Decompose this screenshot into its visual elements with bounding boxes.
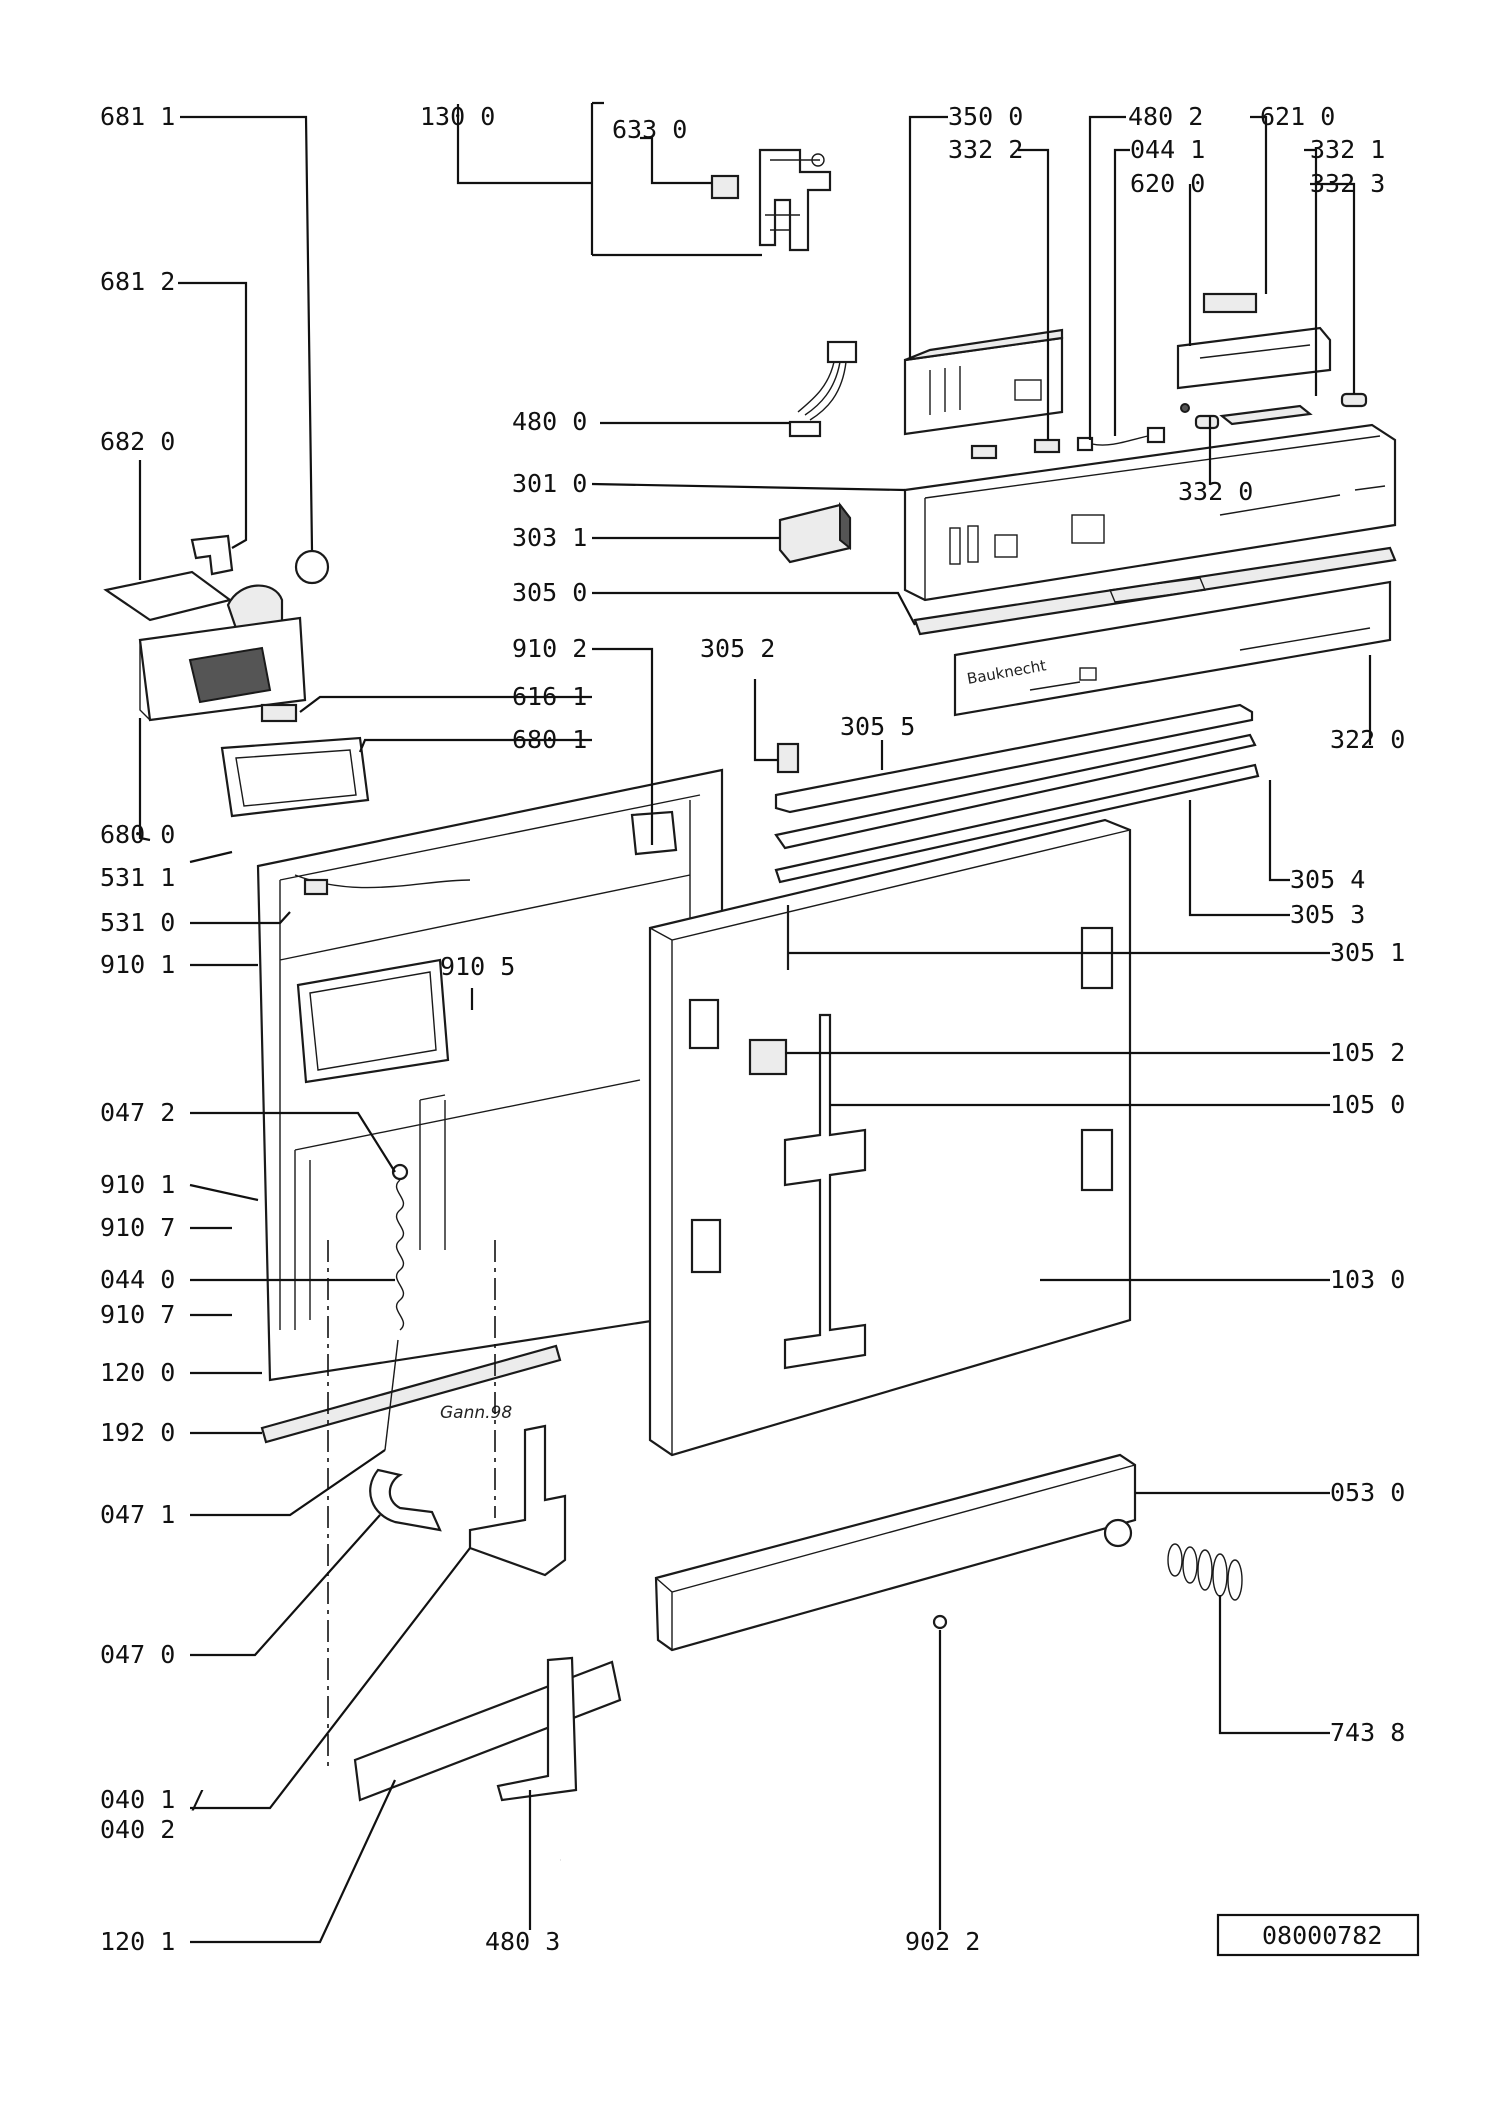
date-stamp: Gann.98 bbox=[440, 1403, 512, 1423]
label-103-0: 103 0 bbox=[1330, 1265, 1405, 1294]
label-053-0: 053 0 bbox=[1330, 1478, 1405, 1507]
label-044-0: 044 0 bbox=[100, 1265, 175, 1294]
label-620-0: 620 0 bbox=[1130, 169, 1205, 198]
part-680-1-gasket bbox=[220, 736, 370, 818]
part-480-3-bracket bbox=[496, 1656, 578, 1802]
part-053-0-bottom-panel bbox=[654, 1453, 1137, 1652]
diagram-number: 08000782 bbox=[1262, 1921, 1382, 1950]
label-681-2: 681 2 bbox=[100, 267, 175, 296]
part-350-0-control-module bbox=[903, 328, 1064, 460]
part-480-0-harness bbox=[788, 340, 858, 438]
label-301-0: 301 0 bbox=[512, 469, 587, 498]
label-044-1: 044 1 bbox=[1130, 135, 1205, 164]
label-192-0: 192 0 bbox=[100, 1418, 175, 1447]
label-120-1: 120 1 bbox=[100, 1927, 175, 1956]
label-105-2: 105 2 bbox=[1330, 1038, 1405, 1067]
label-621-0: 621 0 bbox=[1260, 102, 1335, 131]
part-681-2 bbox=[190, 534, 234, 576]
label-305-2: 305 2 bbox=[700, 634, 775, 663]
part-labels: 681 1 130 0 633 0 350 0 480 2 621 0 332 … bbox=[100, 102, 1405, 1956]
label-480-3: 480 3 bbox=[485, 1927, 560, 1956]
label-633-0: 633 0 bbox=[612, 115, 687, 144]
part-hinge-bracket bbox=[710, 148, 832, 252]
label-332-0: 332 0 bbox=[1178, 477, 1253, 506]
label-531-1: 531 1 bbox=[100, 863, 175, 892]
part-681-1 bbox=[294, 549, 330, 585]
part-682-0 bbox=[103, 570, 233, 622]
part-305-4 bbox=[774, 733, 1257, 850]
label-120-0: 120 0 bbox=[100, 1358, 175, 1387]
label-902-2: 902 2 bbox=[905, 1927, 980, 1956]
part-480-2-cable bbox=[1076, 426, 1166, 452]
label-681-1: 681 1 bbox=[100, 102, 175, 131]
part-680-0-dispenser bbox=[103, 570, 307, 723]
label-305-4: 305 4 bbox=[1290, 865, 1365, 894]
label-130-0: 130 0 bbox=[420, 102, 495, 131]
part-105-2-clip bbox=[748, 1038, 788, 1076]
label-910-5: 910 5 bbox=[440, 952, 515, 981]
label-682-0: 682 0 bbox=[100, 427, 175, 456]
label-350-0: 350 0 bbox=[948, 102, 1023, 131]
label-322-0: 322 0 bbox=[1330, 725, 1405, 754]
part-040-bracket bbox=[468, 1424, 567, 1577]
part-322-0-fascia bbox=[953, 580, 1392, 717]
part-633-0 bbox=[710, 174, 740, 200]
label-531-0: 531 0 bbox=[100, 908, 175, 937]
part-743-8-coil bbox=[1167, 1543, 1243, 1601]
leader-lines bbox=[138, 101, 1372, 1944]
label-910-1-a: 910 1 bbox=[100, 950, 175, 979]
part-620-0-switch-panel bbox=[1176, 292, 1368, 430]
part-192-0-strip bbox=[260, 1344, 562, 1444]
label-305-1: 305 1 bbox=[1330, 938, 1405, 967]
part-305-rails bbox=[774, 703, 1260, 884]
label-040-2: 040 2 bbox=[100, 1815, 175, 1844]
label-616-1: 616 1 bbox=[512, 682, 587, 711]
part-120-0-inner-door bbox=[256, 768, 724, 1382]
label-332-2: 332 2 bbox=[948, 135, 1023, 164]
label-332-1: 332 1 bbox=[1310, 135, 1385, 164]
label-743-8: 743 8 bbox=[1330, 1718, 1405, 1747]
label-105-0: 105 0 bbox=[1330, 1090, 1405, 1119]
part-044-0-spring bbox=[384, 1163, 409, 1451]
diagram-number-box bbox=[1216, 1913, 1420, 1957]
label-480-0: 480 0 bbox=[512, 407, 587, 436]
part-305-5 bbox=[774, 703, 1254, 814]
part-103-0-outer-door bbox=[648, 818, 1132, 1457]
part-105-0-rail bbox=[783, 1013, 867, 1370]
label-040-1: 040 1 / bbox=[100, 1785, 205, 1814]
part-902-2-screw bbox=[932, 1614, 948, 1630]
part-hinge bbox=[758, 148, 832, 252]
label-910-1-b: 910 1 bbox=[100, 1170, 175, 1199]
label-480-2: 480 2 bbox=[1128, 102, 1203, 131]
part-305-2-clip bbox=[776, 742, 800, 774]
label-910-7-b: 910 7 bbox=[100, 1300, 175, 1329]
part-305-3 bbox=[774, 763, 1260, 884]
part-301-0-control-panel bbox=[903, 423, 1397, 602]
label-303-1: 303 1 bbox=[512, 523, 587, 552]
label-332-3: 332 3 bbox=[1310, 169, 1385, 198]
label-910-7-a: 910 7 bbox=[100, 1213, 175, 1242]
label-305-0: 305 0 bbox=[512, 578, 587, 607]
label-305-5: 305 5 bbox=[840, 712, 915, 741]
part-621-0 bbox=[1202, 292, 1258, 314]
part-047-0 bbox=[369, 1468, 442, 1532]
label-680-0: 680 0 bbox=[100, 820, 175, 849]
label-047-1: 047 1 bbox=[100, 1500, 175, 1529]
part-120-1-plinth bbox=[353, 1660, 622, 1802]
part-303-1-handle bbox=[778, 502, 852, 564]
label-910-2: 910 2 bbox=[512, 634, 587, 663]
label-047-0: 047 0 bbox=[100, 1640, 175, 1669]
label-305-3: 305 3 bbox=[1290, 900, 1365, 929]
label-680-1: 680 1 bbox=[512, 725, 587, 754]
label-047-2: 047 2 bbox=[100, 1098, 175, 1127]
part-305-0-trim bbox=[913, 546, 1397, 636]
